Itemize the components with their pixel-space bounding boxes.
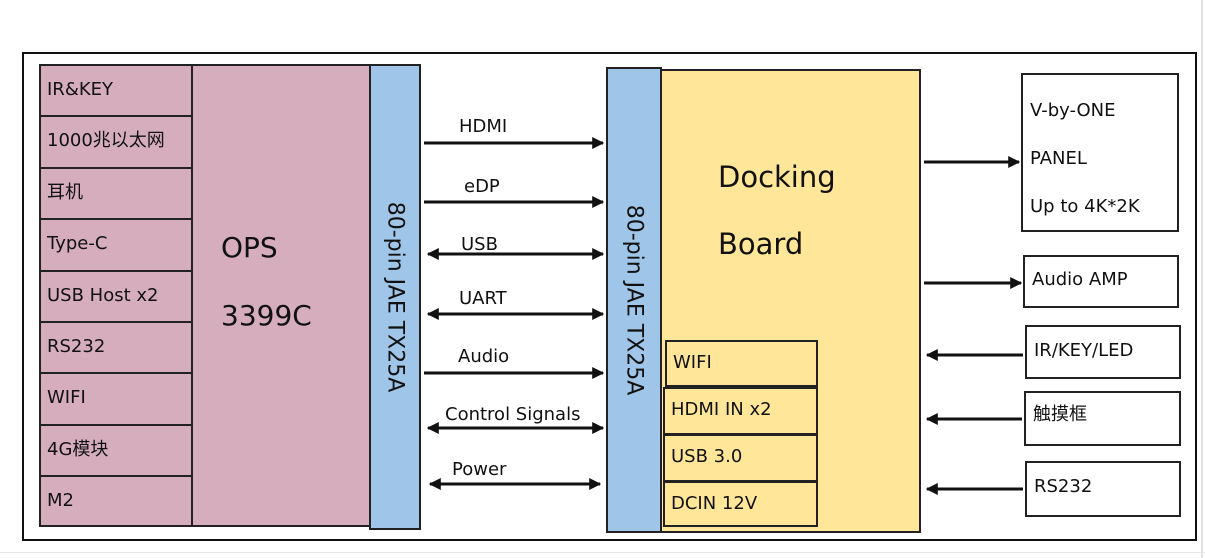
diagram-frame: [22, 52, 1197, 541]
panel-line-3: Up to 4K*2K: [1030, 196, 1140, 217]
ops-item-ir-key: IR&KEY: [41, 66, 191, 118]
signal-label-control: Control Signals: [445, 404, 581, 425]
panel-line-2: PANEL: [1030, 148, 1087, 169]
panel-box: V-by-ONE PANEL Up to 4K*2K: [1021, 73, 1179, 232]
docking-board: [660, 69, 921, 533]
ops-item-m2: M2: [47, 490, 74, 512]
ops-title: OPS: [221, 231, 278, 264]
ops-interface-list: IR&KEY 1000兆以太网 耳机 Type-C USB Host x2 RS…: [39, 64, 193, 527]
panel-line-1: V-by-ONE: [1030, 100, 1116, 121]
signal-label-hdmi: HDMI: [459, 116, 508, 137]
ops-item-ethernet: 1000兆以太网: [41, 117, 191, 169]
docking-subtitle: Board: [718, 227, 804, 261]
docking-item-wifi: WIFI: [665, 340, 818, 387]
ops-item-usb-host: USB Host x2: [41, 272, 191, 323]
signal-label-audio: Audio: [458, 346, 510, 367]
ops-item-wifi: WIFI: [41, 374, 191, 426]
docking-title: Docking: [718, 160, 836, 194]
ops-model: 3399C: [221, 299, 312, 332]
audio-amp-box: Audio AMP: [1023, 255, 1179, 308]
docking-item-dcin: DCIN 12V: [663, 481, 818, 527]
touch-frame-box: 触摸框: [1024, 391, 1181, 446]
signal-label-uart: UART: [459, 288, 507, 309]
signal-label-edp: eDP: [464, 176, 500, 197]
ops-item-4g: 4G模块: [41, 426, 191, 478]
ops-item-headphone: 耳机: [41, 169, 191, 221]
connector-right: 80-pin JAE TX25A: [606, 67, 662, 533]
ops-item-rs232: RS232: [41, 323, 191, 375]
rs232-out-box: RS232: [1025, 461, 1181, 517]
right-edge-line: [1201, 0, 1203, 558]
ops-module: [39, 64, 371, 527]
ir-key-led-box: IR/KEY/LED: [1025, 325, 1181, 379]
ops-item-type-c: Type-C: [41, 220, 191, 272]
connector-left: 80-pin JAE TX25A: [369, 64, 421, 530]
signal-label-power: Power: [452, 459, 507, 480]
bottom-edge-line: [0, 552, 1205, 553]
